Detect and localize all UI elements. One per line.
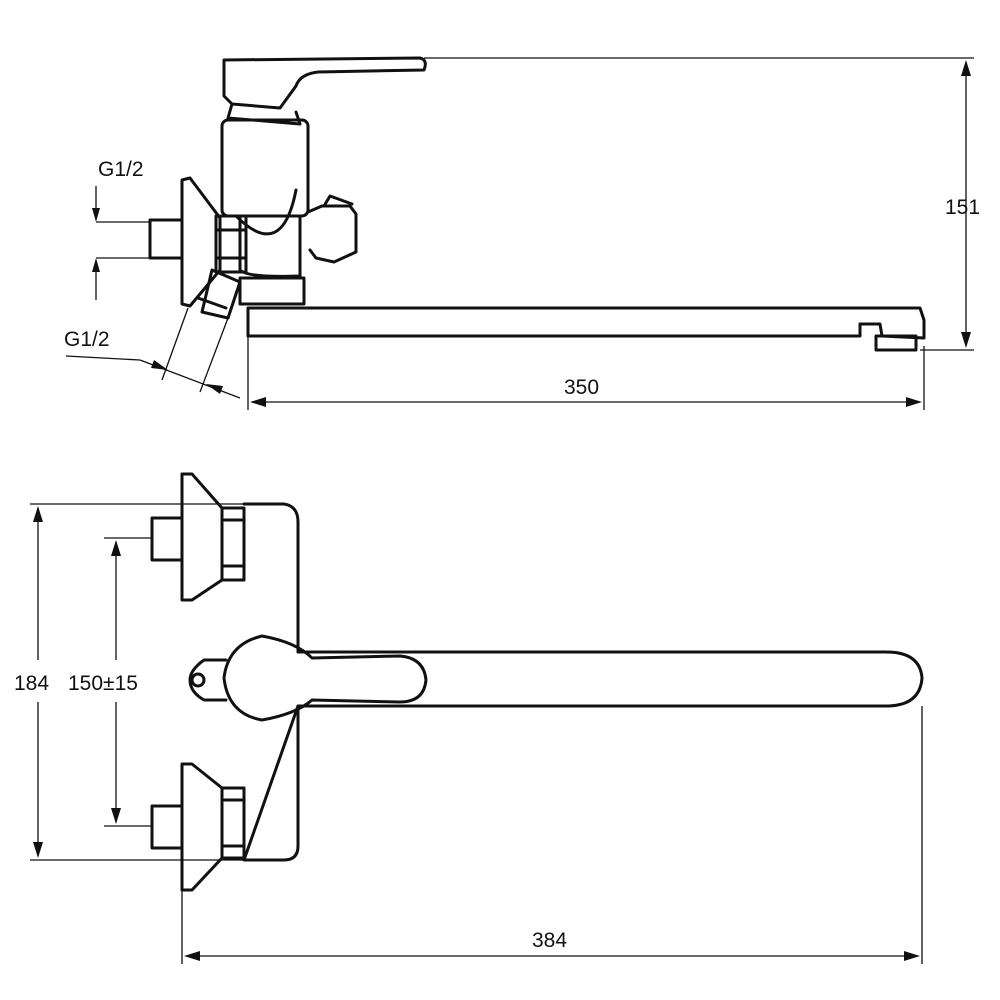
side-diverter-tab	[322, 194, 354, 208]
dim-width-arrow-top	[33, 506, 43, 522]
top-lever-handle	[222, 634, 428, 722]
dim-thread-bottom-underline	[65, 355, 141, 361]
dim-thread-bottom-ext-2	[199, 317, 229, 393]
side-wall-flange	[180, 176, 222, 308]
top-diverter-cap	[188, 658, 228, 702]
top-upper-nut-lines	[220, 518, 246, 568]
dim-width-arrow-bottom	[33, 842, 43, 858]
side-angled-inlet	[196, 268, 242, 320]
side-body-lower	[238, 214, 302, 278]
dim-thread-top-label: G1/2	[98, 158, 144, 181]
side-aerator	[874, 334, 918, 352]
dim-reach-label: 350	[564, 376, 599, 399]
dim-length-label: 384	[532, 929, 567, 952]
dim-thread-bottom-arrow-1	[151, 360, 168, 370]
top-view: 184 150±15 384	[14, 472, 924, 964]
dim-center-label: 150±15	[68, 672, 138, 695]
side-lever-handle	[222, 56, 427, 110]
dim-thread-top-arrow-upper	[92, 208, 100, 222]
top-lower-nut-lines	[220, 798, 246, 848]
dim-thread-top-arrow-lower	[92, 258, 100, 272]
side-view: 151 350 G1/2 G1/2	[64, 56, 980, 410]
dim-height-arrow-top	[961, 60, 971, 76]
top-lower-inlet	[150, 804, 184, 850]
dim-reach-arrow-left	[250, 397, 266, 407]
dim-thread-bottom-ext-1	[161, 307, 189, 381]
dim-reach-arrow-right	[906, 397, 922, 407]
dim-length-arrow-left	[184, 951, 200, 961]
side-body	[220, 118, 310, 218]
top-upper-flange	[180, 472, 224, 602]
top-upper-inlet	[150, 516, 184, 562]
dim-thread-bottom-arrow-2	[206, 384, 223, 394]
dim-height-label: 151	[945, 196, 980, 219]
side-spout-nut	[238, 276, 306, 306]
side-spout	[246, 306, 926, 340]
top-lower-flange	[180, 762, 224, 892]
dim-height-arrow-bottom	[961, 332, 971, 348]
top-spout	[296, 650, 924, 708]
top-diverter-pin	[190, 672, 206, 688]
dim-center-arrow-top	[111, 540, 121, 556]
dim-center-arrow-bottom	[111, 808, 121, 824]
side-diverter-knob	[306, 204, 358, 264]
side-inlet-stub	[148, 218, 184, 260]
top-body	[242, 502, 300, 862]
dim-width-label: 184	[14, 672, 49, 695]
dim-thread-bottom-label: G1/2	[64, 328, 110, 351]
dim-length-arrow-right	[904, 951, 920, 961]
